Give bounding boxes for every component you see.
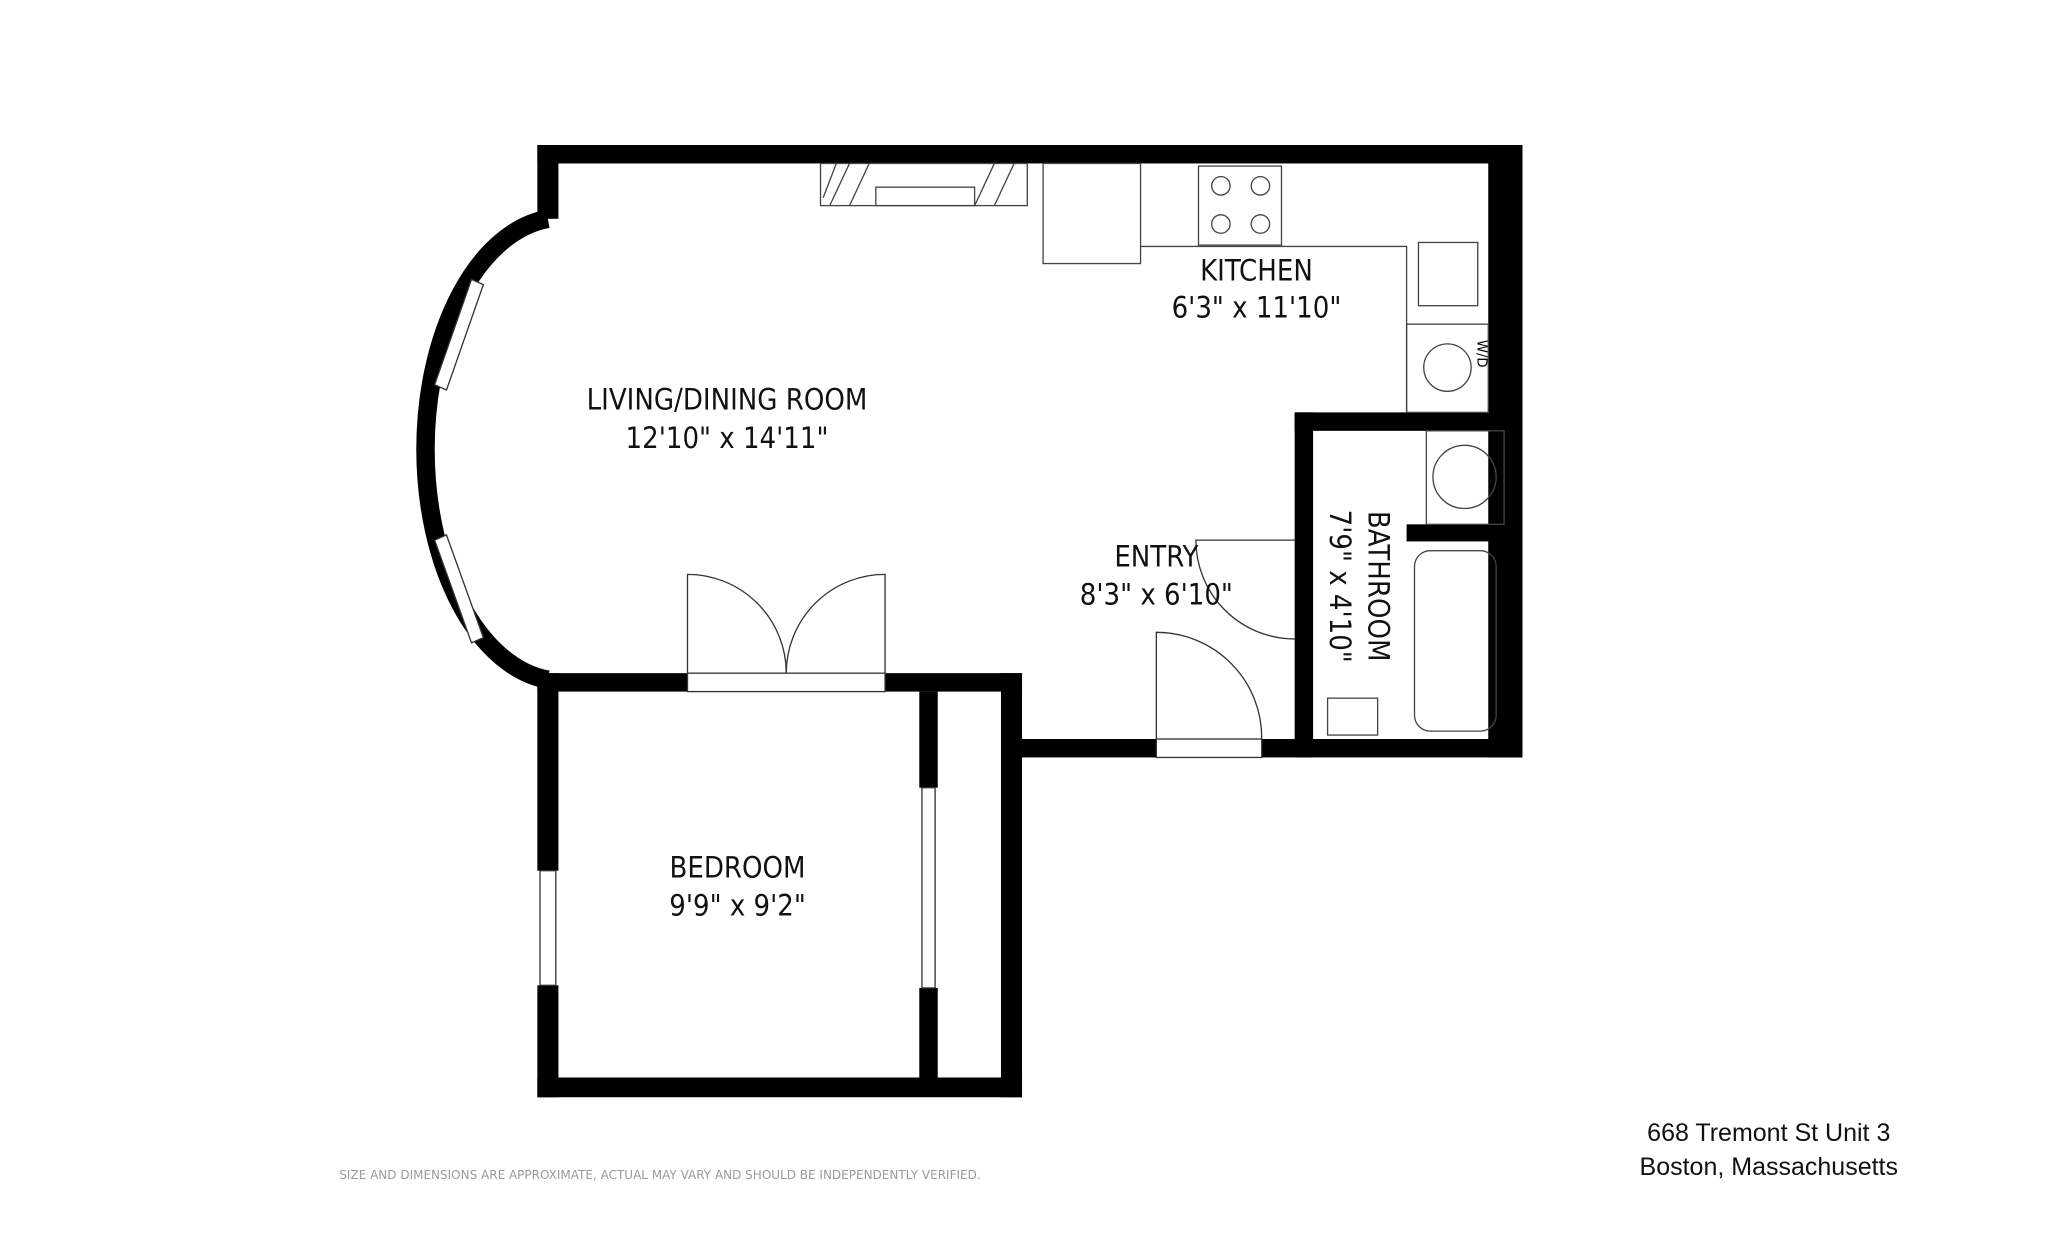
room-dims-bathroom: 7'9" x 4'10" [1323, 510, 1357, 663]
room-dims-entry: 8'3" x 6'10" [1080, 578, 1233, 612]
room-dims-kitchen: 6'3" x 11'10" [1172, 291, 1342, 325]
room-dims-bedroom: 9'9" x 9'2" [669, 888, 806, 922]
bay-wall [416, 209, 550, 689]
windows-and-doors [539, 672, 1263, 989]
address-line2: Boston, Massachusetts [1639, 1153, 1898, 1181]
property-address: 668 Tremont St Unit 3 Boston, Massachuse… [1640, 1116, 1898, 1184]
room-name-bathroom: BATHROOM [1361, 511, 1395, 662]
address-line1: 668 Tremont St Unit 3 [1647, 1119, 1891, 1147]
washer-dryer-label: W/D [1474, 340, 1489, 368]
door-swings [686, 539, 1295, 740]
room-dims-living: 12'10" x 14'11" [626, 421, 829, 455]
room-name-bedroom: BEDROOM [670, 850, 806, 884]
disclaimer: SIZE AND DIMENSIONS ARE APPROXIMATE, ACT… [339, 1168, 981, 1182]
room-name-kitchen: KITCHEN [1200, 254, 1313, 288]
bay-windows [433, 278, 485, 644]
fixtures [819, 162, 1505, 736]
walls [537, 145, 1523, 1098]
room-name-living: LIVING/DINING ROOM [587, 383, 868, 417]
room-labels: LIVING/DINING ROOM 12'10" x 14'11" KITCH… [587, 254, 1396, 923]
room-name-entry: ENTRY [1114, 539, 1198, 573]
